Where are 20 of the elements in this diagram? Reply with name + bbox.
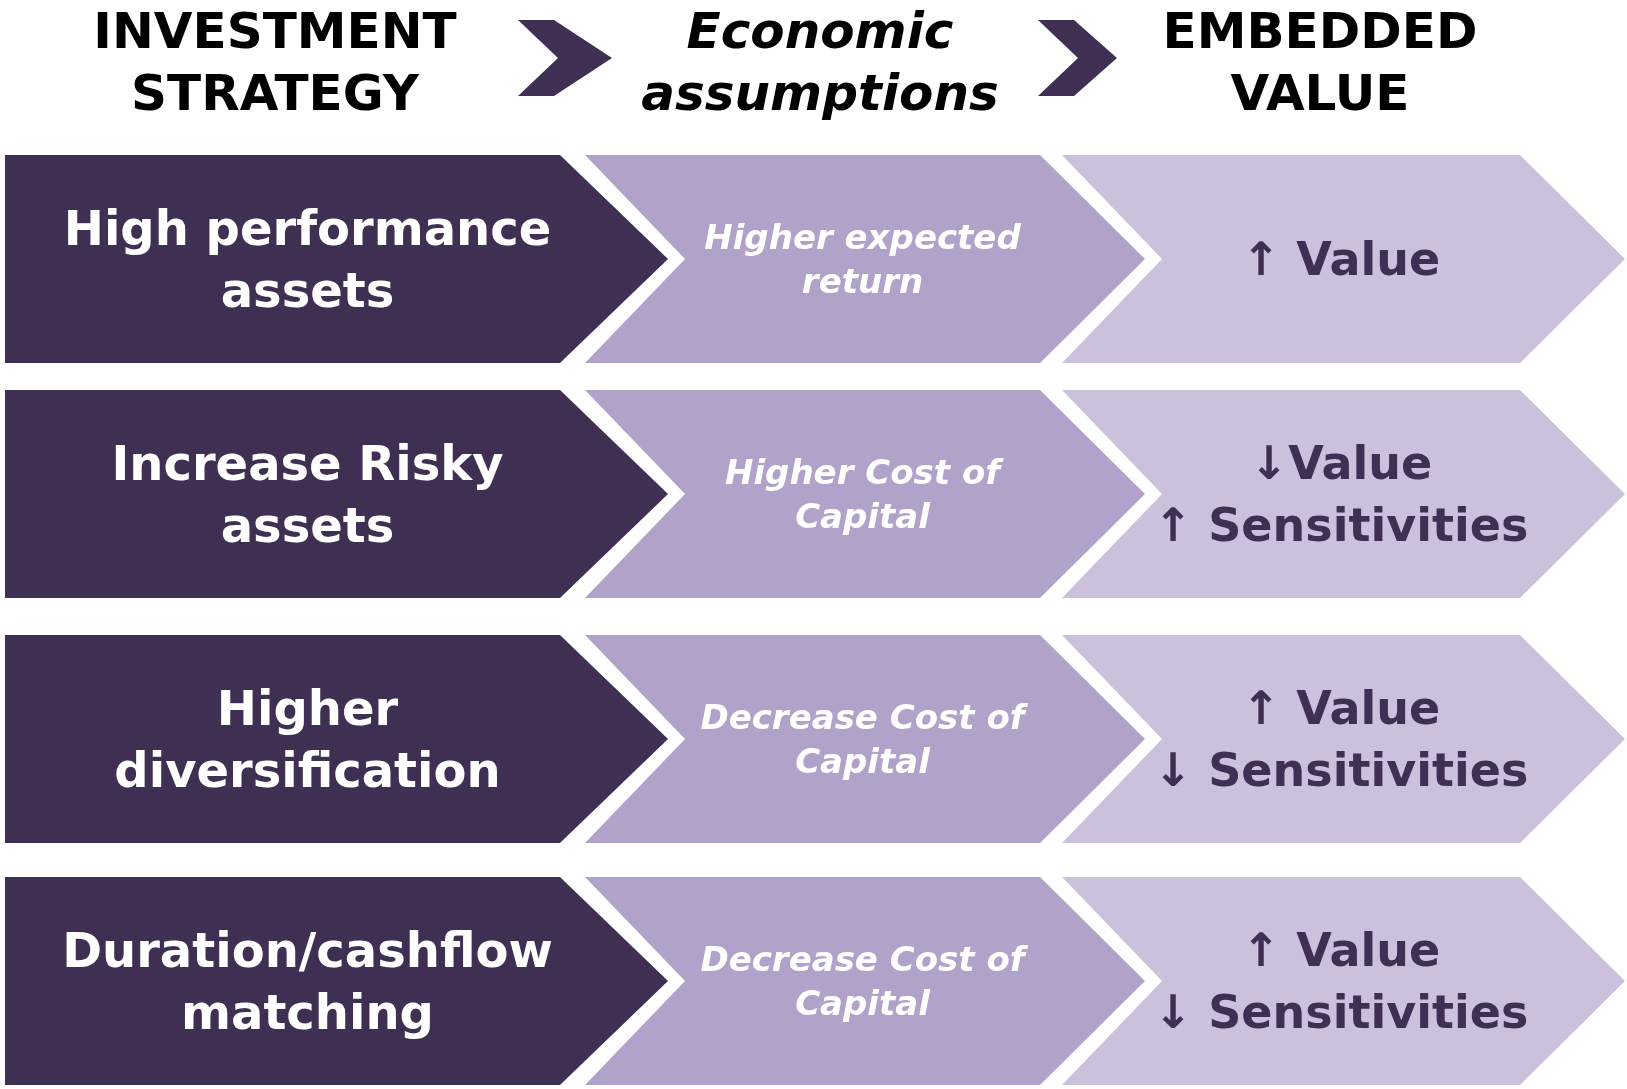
chevron-label: ↑ Value [1241, 680, 1441, 737]
chevron-arrow [518, 20, 612, 96]
chevron-label: ↑ Value [1241, 922, 1441, 979]
chevron-label: ↑ Value [1241, 231, 1441, 288]
chevron-label: ↓ Sensitivities [1153, 742, 1529, 799]
chevron-label: ↓Value [1249, 435, 1433, 492]
chevron-label: High performance assets [62, 199, 553, 320]
column-heading: EMBEDDED VALUE [1115, 0, 1525, 124]
chevron-label: Decrease Cost of Capital [665, 937, 1060, 1025]
chevron-label: Duration/cashflow matching [61, 921, 554, 1042]
chevron-label: Increase Risky assets [110, 434, 505, 555]
column-heading: Economic assumptions [610, 0, 1030, 124]
chevron-label: Higher diversification [113, 679, 502, 800]
chevron-label: ↑ Sensitivities [1153, 497, 1529, 554]
chevron-label: ↓ Sensitivities [1153, 984, 1529, 1041]
chevron-arrow [1038, 20, 1117, 96]
chevron-label: Higher Cost of Capital [665, 450, 1060, 538]
chevron-label: Higher expected return [703, 216, 1022, 303]
chevron-label: Decrease Cost of Capital [665, 695, 1060, 783]
column-heading: INVESTMENT STRATEGY [40, 0, 510, 124]
